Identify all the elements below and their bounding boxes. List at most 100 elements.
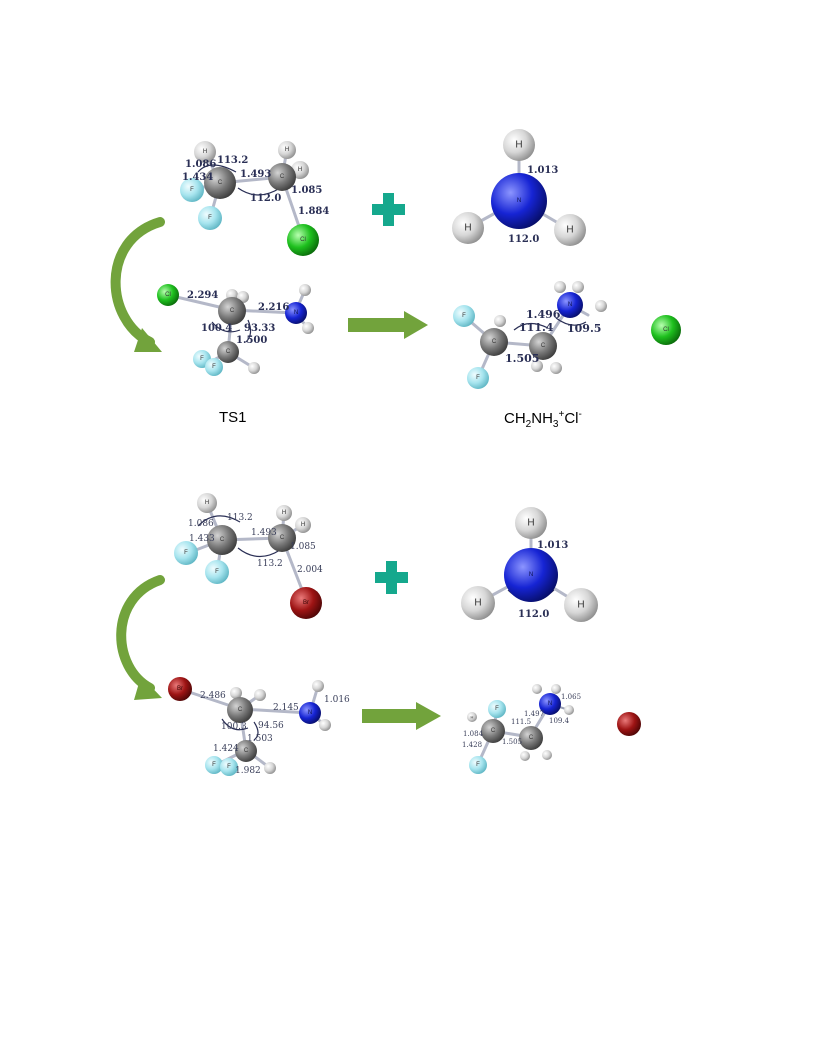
bond-length-label: 2.145 xyxy=(273,703,299,713)
nitrogen-atom xyxy=(299,702,321,724)
atom-label: C xyxy=(230,308,235,314)
bond-angle-label: 93.33 xyxy=(244,323,275,334)
atom-label: H xyxy=(577,600,584,611)
atom-label: Cl xyxy=(165,292,171,298)
atom-label: H xyxy=(301,522,305,528)
hydrogen-atom xyxy=(554,214,586,246)
hydrogen-atom xyxy=(554,281,566,293)
fluorine-atom xyxy=(205,358,223,376)
fluorine-atom xyxy=(174,541,198,565)
nitrogen-atom xyxy=(539,693,561,715)
atom-label: C xyxy=(244,748,249,754)
hydrogen-atom xyxy=(452,212,484,244)
hydrogen-atom xyxy=(302,322,314,334)
fluorine-atom xyxy=(453,305,475,327)
atom-label: H xyxy=(298,167,302,173)
bond-length-label: 1.493 xyxy=(251,528,277,538)
bond-length-label: 1.013 xyxy=(537,540,568,551)
nitrogen-atom xyxy=(285,302,307,324)
bond-length-label: 1.086 xyxy=(185,159,216,170)
reaction-arrow xyxy=(348,311,428,339)
carbon-atom xyxy=(204,167,236,199)
fluorine-atom xyxy=(220,758,238,776)
atom-label: H xyxy=(285,147,289,153)
atom-label: N xyxy=(517,198,521,204)
formula-subscript: 3 xyxy=(552,419,559,430)
chlorine-ion xyxy=(651,315,681,345)
transition-state-2: Br C N F F C 2.486 2.145 1.016 100.3 94.… xyxy=(168,677,350,776)
nitrogen-atom xyxy=(491,173,547,229)
hydrogen-atom xyxy=(299,284,311,296)
reactant-fluoroethyl-bromide: H F F C H H C Br 1.086 113.2 1.433 1.493… xyxy=(174,493,323,619)
bond-length-label: 1.085 xyxy=(291,185,322,196)
bond-length-label: 1.505 xyxy=(505,352,539,365)
atom-label: H xyxy=(464,223,471,234)
bond-angle-label: 113.2 xyxy=(227,513,253,523)
hydrogen-atom xyxy=(515,507,547,539)
atom-label: F xyxy=(495,706,499,712)
atom-label: F xyxy=(184,550,188,556)
bond-angle-label: 100.3 xyxy=(221,722,247,732)
hydrogen-atom xyxy=(264,762,276,774)
chlorine-atom xyxy=(157,284,179,306)
hydrogen-atom xyxy=(254,689,266,701)
bond-length-label: 1.496 xyxy=(526,308,561,321)
atom-label: F xyxy=(476,762,480,768)
bromine-ion xyxy=(617,712,641,736)
carbon-atom xyxy=(217,341,239,363)
carbon-atom xyxy=(481,719,505,743)
bond-angle-label: 111.4 xyxy=(519,321,554,334)
atom-label: C xyxy=(541,343,546,349)
carbon-atom xyxy=(235,740,257,762)
atom-label: N xyxy=(308,710,312,716)
formula-part: CH xyxy=(504,410,526,427)
bond-length-label: 1.065 xyxy=(561,693,581,701)
hydrogen-atom xyxy=(494,315,506,327)
carbon-atom xyxy=(268,163,296,191)
atom-label: N xyxy=(568,302,572,308)
hydrogen-atom xyxy=(461,586,495,620)
atom-label: F xyxy=(215,569,219,575)
curved-arrow xyxy=(110,217,165,352)
atom-label: F xyxy=(212,364,216,370)
atom-label: F xyxy=(476,375,480,381)
bromine-atom xyxy=(168,677,192,701)
formula-part: NH xyxy=(531,410,553,427)
fluorine-atom xyxy=(205,560,229,584)
hydrogen-atom xyxy=(520,751,530,761)
bond-angle-label: 112.0 xyxy=(518,609,549,620)
bond-length-label: 2.004 xyxy=(297,565,323,575)
bond-length-label: 1.085 xyxy=(290,542,316,552)
fluorine-atom xyxy=(469,756,487,774)
hydrogen-atom xyxy=(503,129,535,161)
bond-angle-label: 113.2 xyxy=(257,559,283,569)
bond-length-label: 1.424 xyxy=(213,744,239,754)
product-formula-caption: CH2NH3+Cl- xyxy=(504,409,582,430)
transition-state-1: Cl C N F F C 2.294 2.216 100.4 93.33 1.5… xyxy=(157,284,314,376)
bond-angle-label: 94.56 xyxy=(258,721,284,731)
bond-length-label: 1.493 xyxy=(240,169,271,180)
atom-label: H xyxy=(566,225,573,236)
atom-label: C xyxy=(492,339,497,345)
bond-angle-label: 109.4 xyxy=(549,717,570,725)
atom-label: F xyxy=(212,762,216,768)
bond-length-label: 2.216 xyxy=(258,302,289,313)
hydrogen-atom xyxy=(230,687,242,699)
hydrogen-atom xyxy=(194,141,216,163)
bond-length-label: 1.084 xyxy=(463,730,484,738)
bond-length-label: 1.884 xyxy=(298,206,329,217)
fluorine-atom xyxy=(180,178,204,202)
ammonia-molecule: H H H N 1.013 112.0 xyxy=(452,129,586,246)
bond-length-label: 1.500 xyxy=(236,335,267,346)
bond-angle-label: 112.0 xyxy=(508,234,539,245)
fluorine-atom xyxy=(488,700,506,718)
nitrogen-atom xyxy=(504,548,558,602)
atom-label: F xyxy=(208,215,212,221)
hydrogen-atom xyxy=(572,281,584,293)
atom-label: N xyxy=(548,701,552,707)
atom-label: F xyxy=(200,356,204,362)
formula-superscript: + xyxy=(558,409,565,420)
ts1-caption: TS1 xyxy=(219,409,247,426)
atom-label: N xyxy=(529,572,533,578)
hydrogen-atom xyxy=(248,362,260,374)
